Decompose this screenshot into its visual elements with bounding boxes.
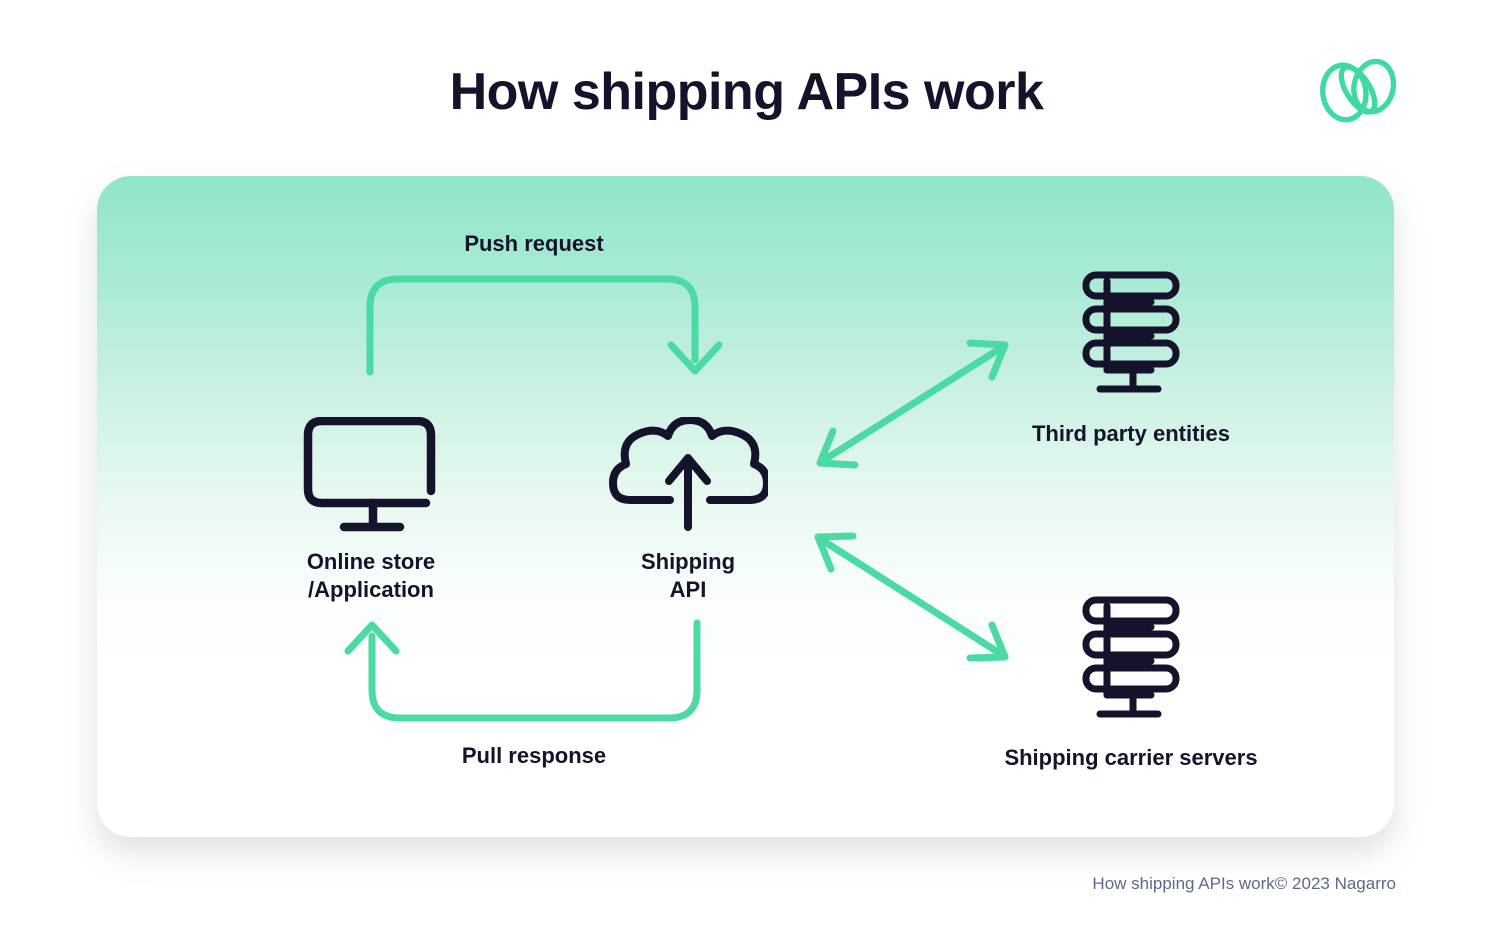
shipping-api-label: Shipping API [563,548,813,604]
cloud-upload-icon [609,417,768,531]
online-store-label-line1: Online store [306,549,436,574]
monitor-icon [303,417,436,532]
server-stack-icon [1082,271,1180,393]
online-store-label: Online store /Application [246,548,496,604]
push-request-label: Push request [464,231,604,256]
page-title: How shipping APIs work [449,63,1044,121]
footer-credit: How shipping APIs work© 2023 Nagarro [1092,874,1396,893]
third-party-label: Third party entities [1031,421,1231,446]
shipping-api-label-line2: API [669,577,707,602]
shipping-api-label-line1: Shipping [640,549,736,574]
pull-response-label: Pull response [461,743,607,768]
server-stack-icon [1082,596,1180,718]
carrier-servers-label: Shipping carrier servers [1004,745,1258,770]
nagarro-logo-icon [1320,58,1397,123]
online-store-label-line2: /Application [308,577,434,602]
